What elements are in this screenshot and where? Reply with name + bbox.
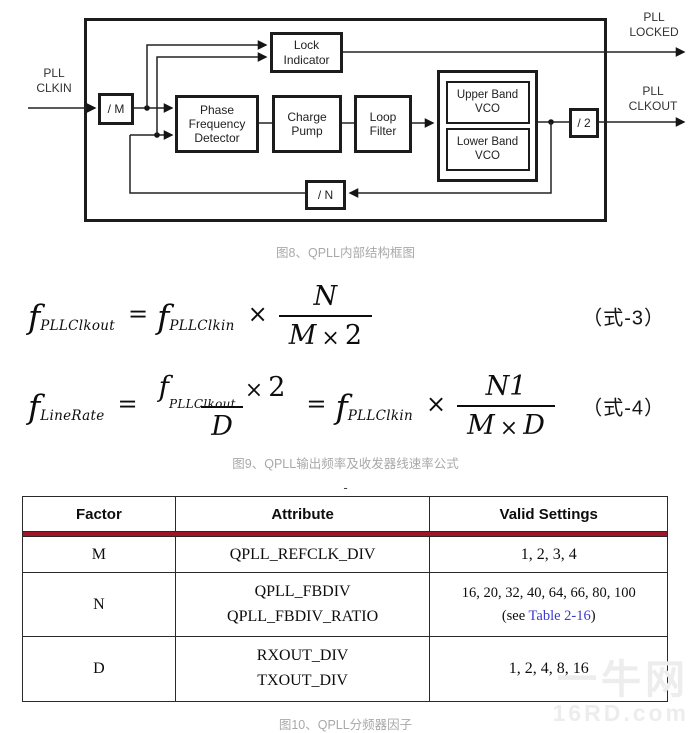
- eq3-den-2: 2: [344, 320, 362, 351]
- table-row: M QPLL_REFCLK_DIV 1, 2, 3, 4: [22, 536, 668, 573]
- pll-clkin-label: PLL CLKIN: [36, 66, 72, 95]
- table-row: D RXOUT_DIV TXOUT_DIV 1, 2, 4, 8, 16: [22, 636, 668, 702]
- factor-d-cell: D: [22, 636, 176, 702]
- vco-container-block: Upper Band VCO Lower Band VCO: [437, 70, 538, 182]
- qpll-block-diagram: PLL CLKIN PLL LOCKED PLL CLKOUT / M Lock…: [0, 0, 691, 232]
- eq4-lhs-var: f: [28, 386, 41, 426]
- diagram-connectors: [28, 40, 686, 198]
- upper-band-vco-block: Upper Band VCO: [445, 81, 530, 124]
- settings-d-cell: 1, 2, 4, 8, 16: [429, 636, 668, 702]
- eq4-num1-sub: PLLClkout: [169, 397, 236, 411]
- eq3-fraction: N M × 2: [278, 281, 372, 351]
- factor-m-cell: M: [22, 536, 176, 573]
- divider-2-block: / 2: [569, 108, 599, 138]
- settings-n-line1: 16, 20, 32, 40, 64, 66, 80, 100: [461, 585, 636, 602]
- eq3-lhs-sub: PLLClkout: [40, 318, 116, 334]
- divider-m-block: / M: [98, 93, 134, 125]
- loop-filter-block: Loop Filter: [354, 95, 412, 153]
- pll-locked-label: PLL LOCKED: [629, 10, 679, 39]
- attribute-d-cell: RXOUT_DIV TXOUT_DIV: [174, 636, 431, 702]
- eq4-rhs-var: f: [335, 386, 348, 426]
- eq3-times: ×: [247, 300, 268, 328]
- diagram-outer-frame: [84, 18, 607, 222]
- settings-m-cell: 1, 2, 3, 4: [429, 536, 668, 573]
- eq4-tag: （式-4）: [582, 397, 665, 420]
- eq4-num1-2: 2: [268, 372, 286, 403]
- header-attribute: Attribute: [174, 496, 431, 532]
- eq4-fraction2: N1 M × D: [457, 371, 555, 441]
- eq3-lhs-var: f: [28, 296, 41, 336]
- eq3-numerator: N: [313, 281, 338, 312]
- figure9-caption: 图9、QPLL输出频率及收发器线速率公式: [232, 457, 459, 471]
- eq4-num2: N1: [485, 371, 527, 402]
- figure10-caption: 图10、QPLL分频器因子: [278, 718, 413, 732]
- eq3-den-times: ×: [321, 326, 340, 351]
- divider-n-block: / N: [305, 180, 346, 210]
- eq3-rhs-sub: PLLClkin: [169, 318, 235, 334]
- eq4-num1-times: ×: [244, 378, 264, 403]
- eq3-tag: （式-3）: [582, 307, 665, 330]
- qpll-divider-table: Factor Attribute Valid Settings M QPLL_R…: [22, 496, 668, 702]
- eq4-lhs-sub: LineRate: [40, 408, 105, 424]
- settings-n-prefix: (see: [501, 607, 529, 624]
- charge-pump-block: Charge Pump: [272, 95, 342, 153]
- pll-clkout-label: PLL CLKOUT: [628, 84, 678, 113]
- lock-indicator-block: Lock Indicator: [270, 32, 343, 73]
- settings-n-line2: (see Table 2-16): [430, 605, 667, 627]
- settings-n-cell: 16, 20, 32, 40, 64, 66, 80, 100 (see Tab…: [429, 572, 668, 637]
- eq4-equals2: =: [306, 390, 327, 418]
- eq4-den1: D: [211, 411, 233, 442]
- header-factor: Factor: [22, 496, 176, 532]
- factor-n-cell: N: [22, 572, 176, 637]
- attribute-n-line2: QPLL_FBDIV_RATIO: [227, 607, 379, 625]
- table-row: N QPLL_FBDIV QPLL_FBDIV_RATIO 16, 20, 32…: [22, 572, 668, 637]
- attribute-m-cell: QPLL_REFCLK_DIV: [174, 536, 431, 573]
- attribute-d-line2: TXOUT_DIV: [257, 672, 348, 689]
- table-2-16-link[interactable]: Table 2-16: [528, 607, 591, 624]
- settings-n-suffix: ): [590, 607, 596, 624]
- figure8-caption: 图8、QPLL内部结构框图: [276, 246, 415, 260]
- attribute-n-cell: QPLL_FBDIV QPLL_FBDIV_RATIO: [174, 572, 431, 637]
- header-valid-settings: Valid Settings: [429, 496, 668, 532]
- eq4-rhs-sub: PLLClkin: [347, 408, 414, 424]
- eq4-den2-times: ×: [499, 416, 519, 441]
- phase-frequency-detector-block: Phase Frequency Detector: [175, 95, 259, 153]
- eq4-times: ×: [426, 390, 447, 418]
- attribute-n-line1: QPLL_FBDIV: [254, 582, 351, 600]
- stray-dash: -: [343, 480, 348, 495]
- eq3-rhs-var: f: [157, 296, 170, 336]
- attribute-d-line1: RXOUT_DIV: [256, 647, 349, 665]
- eq3-den-m: M: [288, 320, 317, 351]
- eq4-den2-d: D: [523, 410, 545, 441]
- eq4-num1-var: f: [158, 370, 170, 403]
- eq4-equals1: =: [117, 390, 138, 418]
- lower-band-vco-block: Lower Band VCO: [445, 128, 530, 171]
- eq4-den2-m: M: [467, 410, 495, 441]
- eq3-equals: =: [128, 300, 149, 328]
- table-header-row: Factor Attribute Valid Settings: [22, 496, 668, 532]
